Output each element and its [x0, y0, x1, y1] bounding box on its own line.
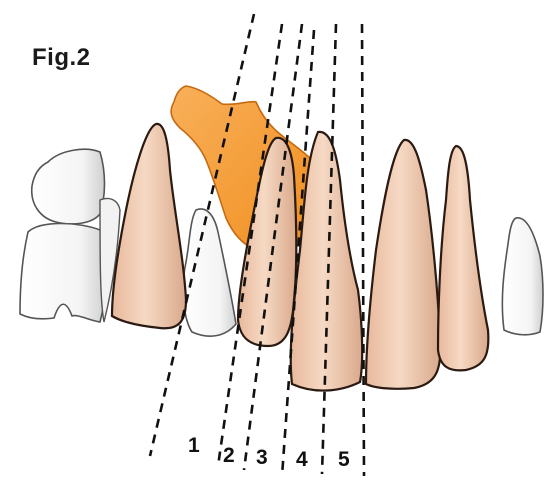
- reference-line-6: [362, 24, 364, 476]
- label-line-3: 3: [256, 446, 268, 469]
- premolar-crown-white: [32, 149, 105, 224]
- figure-title: Fig.2: [32, 44, 91, 72]
- premolar-root-white: [20, 224, 106, 323]
- label-line-2: 2: [223, 444, 235, 467]
- label-line-5: 5: [338, 448, 350, 471]
- lateral-incisor-white: [183, 209, 236, 336]
- right-white-tooth: [502, 218, 543, 335]
- label-line-4: 4: [296, 448, 308, 471]
- left-central-incisor: [112, 124, 186, 328]
- lateral-incisor-right: [438, 146, 488, 370]
- central-incisor-b: [366, 140, 440, 389]
- label-line-1: 1: [188, 434, 200, 457]
